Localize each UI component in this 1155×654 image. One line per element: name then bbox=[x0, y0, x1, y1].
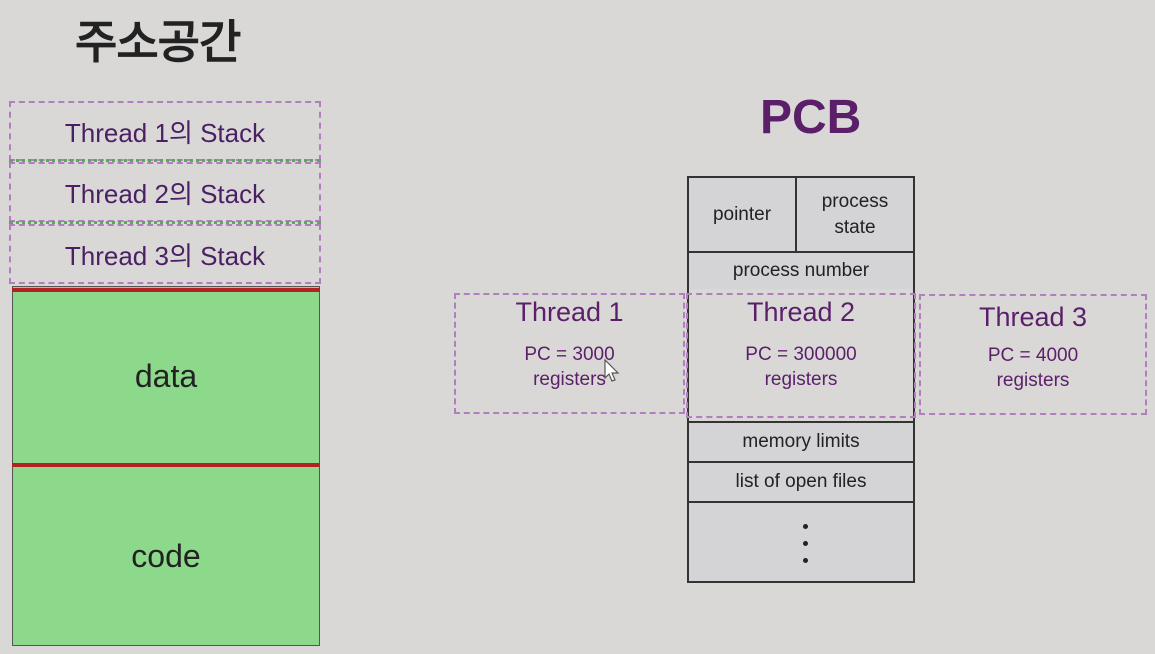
data-label: data bbox=[134, 357, 198, 394]
thread-2-name: Thread 2 bbox=[746, 297, 856, 327]
thread-1-name: Thread 1 bbox=[515, 297, 624, 327]
code-top-divider bbox=[12, 463, 320, 467]
ellipsis-dot bbox=[803, 541, 808, 546]
pcb-process-number-cell: process number bbox=[687, 251, 915, 291]
thread-3-name: Thread 3 bbox=[978, 302, 1088, 332]
pcb-more-cell bbox=[687, 501, 915, 583]
pcb-open-files-cell: list of open files bbox=[687, 461, 915, 503]
thread-2-stack: Thread 2의 Stack bbox=[9, 162, 321, 222]
pcb-memory-limits-cell: memory limits bbox=[687, 421, 915, 463]
address-space-title: 주소공간 bbox=[75, 15, 241, 69]
pcb-process-state-label: process state bbox=[821, 190, 889, 238]
pcb-memory-limits-label: memory limits bbox=[742, 431, 860, 452]
mouse-cursor-icon bbox=[604, 359, 620, 382]
stack-divider bbox=[9, 221, 321, 224]
code-label: code bbox=[131, 537, 201, 574]
thread-3-stack: Thread 3의 Stack bbox=[9, 224, 321, 284]
thread-1-pc: PC = 3000 registers bbox=[456, 342, 683, 392]
thread-3-pc: PC = 4000 registers bbox=[921, 343, 1145, 393]
thread-2-pc-value: PC = 300000 bbox=[745, 344, 857, 365]
thread-1-registers: registers bbox=[533, 369, 606, 390]
ellipsis-dot bbox=[803, 524, 808, 529]
thread-1-box: Thread 1 PC = 3000 registers bbox=[454, 293, 685, 414]
thread-3-box: Thread 3 PC = 4000 registers bbox=[919, 294, 1147, 415]
pcb-process-state-cell: process state bbox=[795, 176, 915, 253]
pcb-process-number-label: process number bbox=[732, 260, 870, 281]
data-segment: data bbox=[12, 286, 320, 466]
thread-2-pc: PC = 300000 registers bbox=[688, 342, 914, 392]
code-segment: code bbox=[12, 466, 320, 646]
pcb-pointer-cell: pointer bbox=[687, 176, 797, 253]
thread-3-pc-value: PC = 4000 bbox=[987, 345, 1079, 366]
data-top-divider bbox=[12, 288, 320, 292]
pcb-thread-area bbox=[687, 289, 915, 423]
thread-1-pc-value: PC = 3000 bbox=[524, 344, 615, 365]
ellipsis-dot bbox=[803, 558, 808, 563]
thread-3-registers: registers bbox=[996, 370, 1070, 391]
pcb-title: PCB bbox=[760, 91, 862, 144]
stack-divider bbox=[9, 159, 321, 162]
pcb-open-files-label: list of open files bbox=[735, 471, 867, 492]
thread-1-stack: Thread 1의 Stack bbox=[9, 101, 321, 161]
thread-2-registers: registers bbox=[764, 369, 838, 390]
pcb-pointer-label: pointer bbox=[712, 203, 772, 225]
thread-2-box: Thread 2 PC = 300000 registers bbox=[686, 293, 916, 418]
